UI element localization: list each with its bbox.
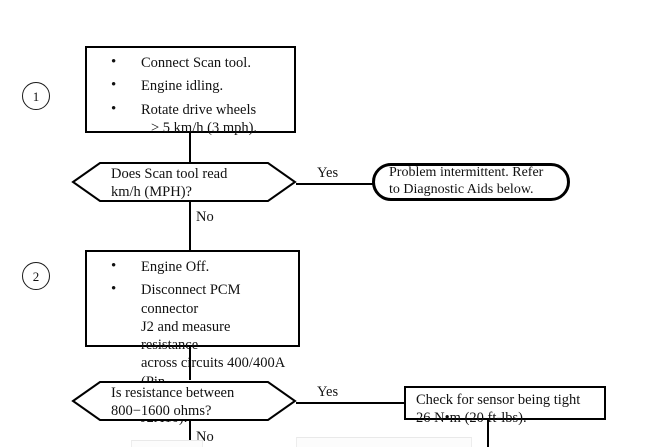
step-1-box: Connect Scan tool. Engine idling. Rotate… <box>85 46 296 136</box>
decision-2-yes-label: Yes <box>317 384 339 400</box>
connector-decision2-no <box>189 421 191 447</box>
connector-decision1-yes <box>296 183 374 185</box>
decision-1-no-label: No <box>196 209 214 225</box>
decision-2-shape: Is resistance between 800−1600 ohms? <box>71 381 297 421</box>
cropped-shape-bottom-left <box>131 440 203 447</box>
connector-result-box-down <box>487 420 489 447</box>
connector-decision2-yes <box>296 402 406 404</box>
step-number-2-label: 2 <box>32 268 40 284</box>
result-oval-intermittent: Problem intermittent. Refer to Diagnosti… <box>372 163 570 201</box>
decision-1-hexagon-icon <box>71 162 297 202</box>
decision-1-yes-label: Yes <box>317 165 339 181</box>
decision-2-text: Is resistance between 800−1600 ohms? <box>111 385 235 419</box>
step-2-bullet-1: Engine Off. <box>97 257 290 276</box>
step-number-1: 1 <box>22 82 50 110</box>
decision-2-hexagon-icon <box>71 381 297 421</box>
step-number-1-label: 1 <box>32 88 40 104</box>
step-1-bullet-2: Engine idling. <box>97 76 286 95</box>
connector-decision1-no <box>189 202 191 250</box>
connector-step2-to-decision2 <box>189 347 191 380</box>
step-1-bullet-3: Rotate drive wheels > 5 km/h (3 mph). <box>97 100 286 138</box>
decision-1-shape: Does Scan tool read km/h (MPH)? <box>71 162 297 202</box>
step-1-bullet-1: Connect Scan tool. <box>97 53 286 72</box>
result-box-sensor-tight: Check for sensor being tight 26 N•m (20 … <box>404 386 606 426</box>
connector-step1-to-decision1 <box>189 133 191 162</box>
step-2-box: Engine Off. Disconnect PCM connector J2 … <box>85 250 300 426</box>
cropped-shape-bottom-center <box>296 437 472 447</box>
step-number-2: 2 <box>22 262 50 290</box>
decision-1-text: Does Scan tool read km/h (MPH)? <box>111 166 228 200</box>
step-1-bullet-list: Connect Scan tool. Engine idling. Rotate… <box>97 53 286 138</box>
